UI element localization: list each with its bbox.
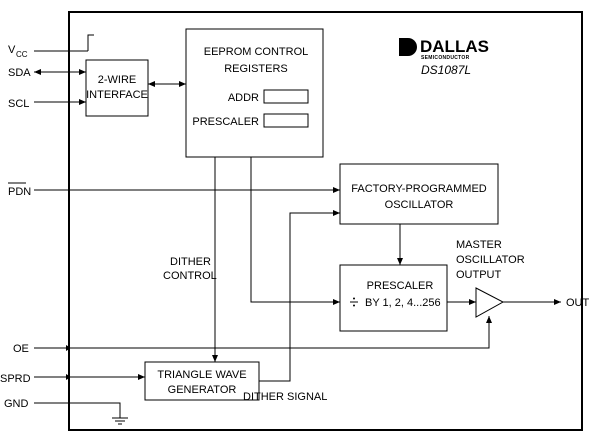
dither-control-line1: DITHER [170, 256, 211, 268]
prescaler-register [263, 113, 309, 128]
scl-label: SCL [8, 98, 29, 110]
master-output-line2: OSCILLATOR [456, 254, 525, 266]
vcc-label: V [8, 44, 16, 56]
prescaler-divider: BY 1, 2, 4...256 [365, 297, 441, 309]
logo-tagline: SEMICONDUCTOR [421, 55, 470, 61]
prescaler-block: PRESCALER BY 1, 2, 4...256 [339, 264, 448, 332]
prescaler-title: PRESCALER [367, 280, 434, 292]
pdn-label: PDN [8, 186, 31, 198]
sprd-pin: SPRD [0, 373, 145, 385]
triangle-line2: GENERATOR [168, 384, 237, 396]
gnd-label: GND [4, 398, 29, 410]
two-wire-line2: INTERFACE [86, 89, 148, 101]
ground-icon [112, 417, 128, 425]
two-wire-line1: 2-WIRE [98, 74, 137, 86]
gnd-pin: GND [4, 398, 128, 425]
oscillator-line2: OSCILLATOR [385, 199, 454, 211]
oscillator-line1: FACTORY-PROGRAMMED [351, 183, 487, 195]
triangle-line1: TRIANGLE WAVE [157, 369, 246, 381]
oe-pin: OE [13, 316, 492, 355]
part-number: DS1087L [421, 63, 471, 77]
chip-outline [68, 11, 583, 431]
addr-label: ADDR [228, 92, 259, 104]
logo-name: DALLAS [420, 37, 489, 56]
out-label: OUT [566, 297, 590, 309]
eeprom-registers-block: EEPROM CONTROL REGISTERS ADDR PRESCALER [185, 28, 324, 158]
scl-pin: SCL [8, 98, 86, 110]
sda-label: SDA [8, 67, 31, 79]
pdn-pin: PDN [8, 182, 340, 198]
sprd-label: SPRD [0, 373, 31, 385]
dither-signal-line [259, 210, 340, 382]
output-buffer-icon [475, 287, 505, 318]
triangle-wave-generator-block: TRIANGLE WAVE GENERATOR [144, 361, 260, 401]
dither-control-line2: CONTROL [163, 270, 217, 282]
prescaler-register-label: PRESCALER [192, 116, 259, 128]
master-output-line1: MASTER [456, 239, 502, 251]
dallas-logo: DALLAS SEMICONDUCTOR [399, 37, 489, 61]
oscillator-block: FACTORY-PROGRAMMED OSCILLATOR [339, 163, 499, 225]
dallas-logo-mark [399, 38, 417, 56]
sda-pin: SDA [8, 67, 86, 79]
vcc-pin: V CC [8, 34, 94, 59]
addr-register [263, 89, 309, 104]
eeprom-title-line1: EEPROM CONTROL [204, 46, 309, 58]
two-wire-interface-block: 2-WIRE INTERFACE [85, 59, 149, 117]
eeprom-title-line2: REGISTERS [224, 63, 288, 75]
oe-label: OE [13, 343, 29, 355]
eeprom-to-prescaler [250, 157, 340, 305]
master-output-line3: OUTPUT [456, 269, 502, 281]
dither-signal-label: DITHER SIGNAL [243, 391, 327, 403]
divide-icon [350, 297, 358, 307]
out-pin: OUT [503, 297, 590, 309]
vcc-subscript: CC [16, 50, 28, 59]
